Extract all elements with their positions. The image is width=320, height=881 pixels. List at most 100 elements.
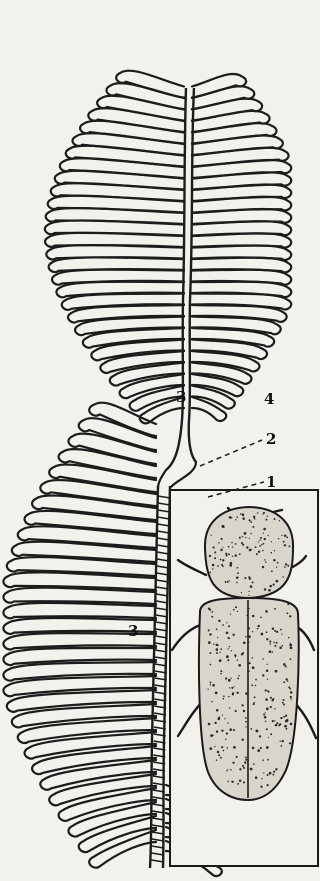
stipple-dot	[265, 698, 268, 701]
stipple-dot	[245, 537, 246, 538]
stipple-dot	[284, 566, 286, 568]
larval-tunnel	[32, 495, 156, 520]
stipple-dot	[225, 553, 227, 555]
stipple-dot	[259, 540, 260, 541]
stipple-dot	[262, 550, 264, 552]
stipple-dot	[228, 679, 231, 682]
stipple-dot	[237, 677, 239, 679]
label-2: 2	[266, 430, 276, 448]
stipple-dot	[210, 682, 212, 684]
larval-tunnel	[192, 160, 291, 178]
stipple-dot	[212, 564, 215, 567]
stipple-dot	[263, 528, 266, 531]
stipple-dot	[271, 570, 273, 572]
stipple-dot	[225, 581, 227, 583]
stipple-dot	[239, 553, 241, 555]
stipple-dot	[237, 611, 238, 612]
larval-tunnel	[192, 397, 226, 421]
gallery-segment	[158, 510, 170, 512]
stipple-dot	[285, 714, 287, 716]
stipple-dot	[248, 642, 249, 643]
larval-tunnel	[192, 148, 289, 167]
stipple-dot	[290, 658, 292, 660]
stipple-dot	[236, 582, 238, 584]
stipple-dot	[252, 581, 254, 583]
stipple-dot	[213, 643, 214, 644]
stipple-dot	[233, 746, 236, 749]
stipple-dot	[263, 543, 265, 545]
larval-tunnel	[192, 172, 291, 189]
stipple-dot	[215, 692, 218, 695]
stipple-dot	[276, 642, 278, 644]
stipple-dot	[267, 535, 268, 536]
stipple-dot	[257, 749, 260, 752]
stipple-dot	[289, 545, 291, 547]
stipple-dot	[224, 718, 225, 719]
stipple-dot	[241, 542, 243, 544]
stipple-dot	[228, 546, 230, 548]
stipple-dot	[280, 740, 281, 741]
stipple-dot	[211, 616, 213, 618]
stipple-dot	[265, 610, 268, 613]
stipple-dot	[222, 624, 224, 626]
stipple-dot	[239, 768, 241, 770]
larval-tunnel	[192, 363, 251, 384]
stipple-dot	[250, 768, 253, 771]
stipple-dot	[287, 565, 289, 567]
stipple-dot	[290, 696, 292, 698]
stipple-dot	[274, 720, 275, 721]
stipple-dot	[235, 710, 237, 712]
stipple-dot	[280, 745, 282, 747]
stipple-dot	[226, 655, 229, 658]
stipple-dot	[255, 546, 257, 548]
stipple-dot	[242, 536, 244, 538]
stipple-dot	[262, 658, 264, 660]
label-3-lower: 3	[128, 622, 138, 640]
stipple-dot	[261, 778, 262, 779]
stipple-dot	[283, 541, 285, 543]
stipple-dot	[222, 547, 223, 548]
stipple-dot	[227, 659, 229, 661]
stipple-dot	[216, 759, 218, 761]
stipple-dot	[255, 730, 257, 732]
stipple-dot	[250, 585, 253, 588]
stipple-dot	[225, 677, 227, 679]
stipple-dot	[283, 663, 286, 666]
larval-tunnel	[49, 465, 156, 492]
gallery-segment	[157, 524, 169, 526]
stipple-dot	[217, 637, 218, 638]
stipple-dot	[232, 556, 233, 557]
stipple-dot	[218, 754, 220, 756]
gallery-segment	[158, 496, 170, 498]
stipple-dot	[208, 641, 211, 644]
stipple-dot	[284, 725, 287, 728]
stipple-dot	[289, 644, 292, 647]
stipple-dot	[259, 545, 261, 547]
stipple-dot	[266, 631, 268, 633]
larval-tunnel	[80, 121, 184, 144]
stipple-dot	[272, 627, 274, 629]
stipple-dot	[231, 687, 233, 689]
stipple-dot	[242, 765, 244, 767]
stipple-dot	[264, 559, 266, 561]
stipple-dot	[285, 720, 288, 723]
larval-tunnel	[59, 449, 156, 478]
stipple-dot	[220, 559, 222, 561]
stipple-dot	[214, 552, 215, 553]
stipple-dot	[252, 657, 254, 659]
stipple-dot	[208, 723, 211, 726]
stipple-dot	[232, 634, 234, 636]
stipple-dot	[209, 572, 211, 574]
stipple-dot	[272, 700, 273, 701]
stipple-dot	[243, 781, 245, 783]
stipple-dot	[255, 776, 258, 779]
stipple-dot	[236, 692, 238, 694]
stipple-dot	[215, 648, 218, 651]
stipple-dot	[252, 615, 255, 618]
stipple-dot	[266, 708, 269, 711]
stipple-dot	[255, 679, 257, 681]
label-3-upper: 3	[176, 388, 186, 406]
stipple-dot	[281, 633, 282, 634]
stipple-dot	[234, 654, 236, 656]
stipple-dot	[242, 517, 245, 520]
